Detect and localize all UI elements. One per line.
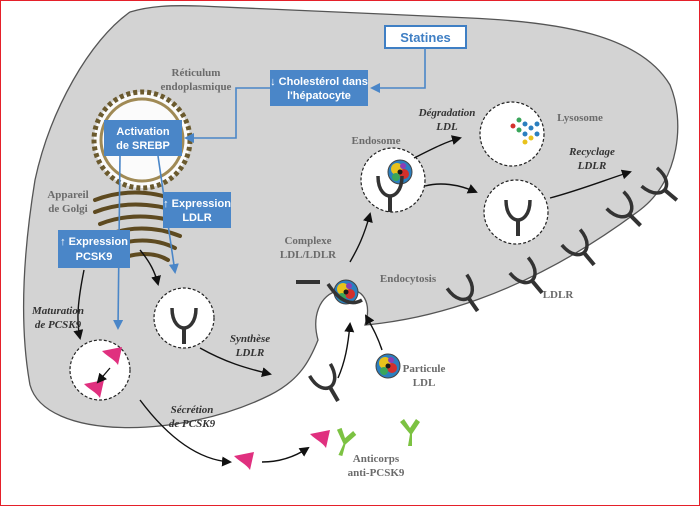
synthese-label-2: LDLR — [235, 347, 265, 359]
anti-pcsk9-antibody — [400, 419, 420, 446]
cholesterol-box — [270, 70, 368, 106]
pcsk9-expression-label-2: PCSK9 — [76, 251, 113, 263]
blue-connectors — [113, 48, 426, 330]
srebp-label: Activation — [116, 126, 169, 138]
pcsk9-bound-antibody — [310, 430, 330, 448]
maturation-label-2: de PCSK9 — [35, 319, 82, 331]
synthese-label: Synthèse — [230, 333, 270, 345]
ldlr-expression-label-2: LDLR — [182, 212, 211, 224]
secretion-label: Sécrétion — [171, 404, 214, 416]
ldl-ldlr-complex-receptor — [326, 283, 363, 305]
lysosome — [479, 101, 545, 167]
reticulum-label-2: endoplasmique — [161, 81, 232, 93]
complexe-label-2: LDL/LDLR — [280, 249, 337, 261]
degradation-label-2: LDL — [435, 121, 458, 133]
maturation-arrow — [96, 367, 111, 384]
degradation-label: Dégradation — [418, 107, 476, 119]
degraded-ldl-fragments — [510, 117, 540, 145]
recycling-vesicle — [483, 179, 549, 245]
ldlr-label: LDLR — [543, 289, 575, 301]
golgi-label-2: de Golgi — [48, 203, 87, 215]
reticulum-label: Réticulum — [172, 67, 221, 79]
ldl-particle — [375, 353, 401, 379]
srebp-box — [104, 120, 182, 156]
complexe-label: Complexe — [284, 235, 331, 247]
cholesterol-label: ↓ Cholestérol dans — [270, 76, 368, 88]
particule-label-2: LDL — [413, 377, 436, 389]
maturation-label: Maturation — [31, 305, 84, 317]
particule-label: Particule — [403, 363, 446, 375]
synthesis-vesicle — [153, 287, 215, 349]
endosome-label: Endosome — [352, 135, 401, 147]
secreted-pcsk9 — [234, 452, 254, 470]
recyclage-label: Recyclage — [568, 146, 615, 158]
black-arrows — [73, 135, 632, 467]
statines-label: Statines — [400, 30, 451, 45]
ldl-in-endosome — [387, 159, 413, 185]
secretion-label-2: de PCSK9 — [169, 418, 216, 430]
recyclage-label-2: LDLR — [577, 160, 607, 172]
anticorps-label-2: anti-PCSK9 — [348, 467, 405, 479]
endocytosis-label: Endocytosis — [380, 273, 437, 285]
lysosome-label: Lysosome — [557, 112, 603, 124]
cholesterol-label-2: l'hépatocyte — [287, 90, 351, 102]
ldlr-expression-box — [163, 192, 231, 228]
srebp-label-2: de SREBP — [116, 140, 170, 152]
golgi-label: Appareil — [47, 189, 88, 201]
pcsk9-expression-label: ↑ Expression — [60, 236, 128, 248]
ldlr-expression-label: ↑ Expression — [163, 198, 231, 210]
anticorps-label: Anticorps — [353, 453, 400, 465]
